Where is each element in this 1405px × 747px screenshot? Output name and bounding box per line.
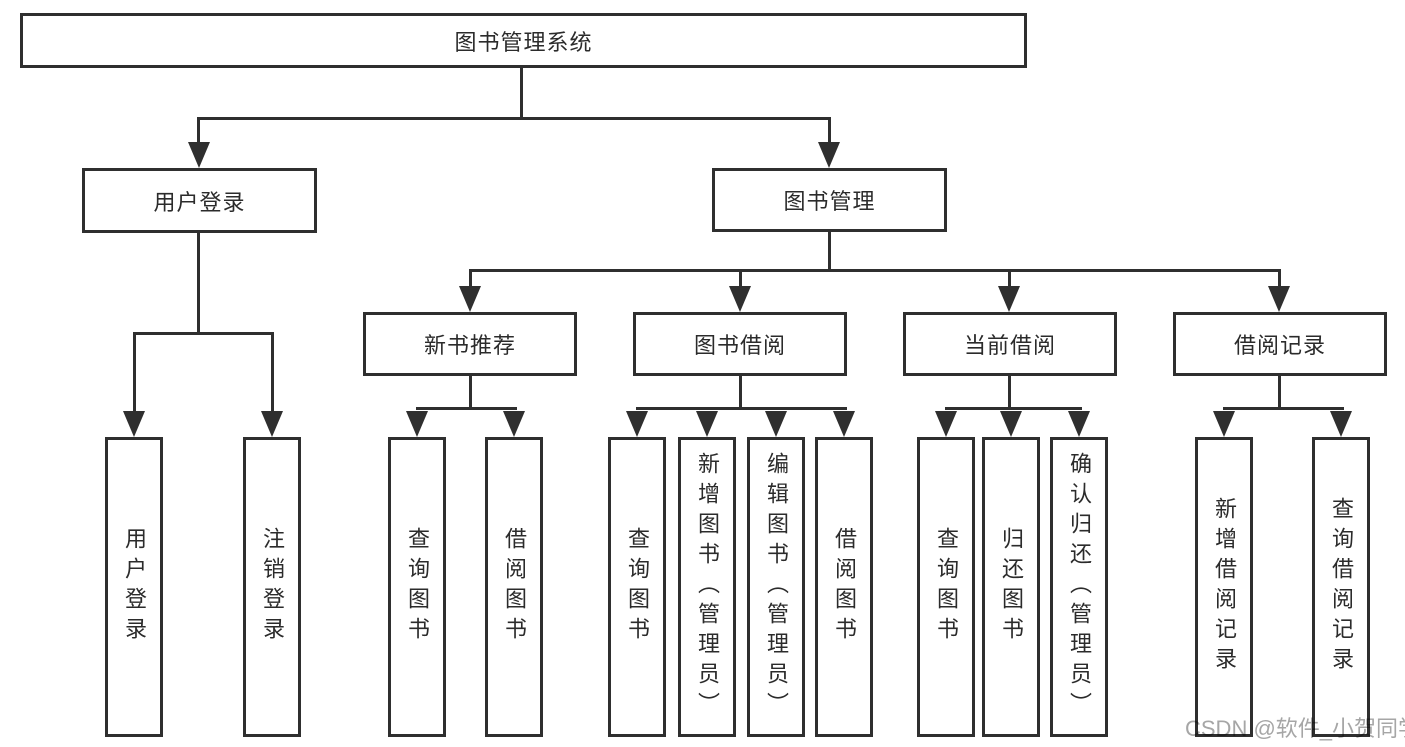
- leaf-borrow-edit-books-label: 编辑图书（管理员）: [764, 452, 789, 722]
- leaf-borrow-add-books-label: 新增图书（管理员）: [695, 452, 720, 722]
- node-user-login-label: 用户登录: [153, 189, 246, 215]
- node-current-borrow-label: 当前借阅: [963, 333, 1056, 358]
- node-book-borrow-label: 图书借阅: [693, 333, 786, 358]
- arrowhead-borrow-add: [696, 411, 718, 437]
- leaf-rec-borrow-books-label: 借阅图书: [502, 527, 527, 647]
- node-new-book-rec-label: 新书推荐: [423, 333, 516, 358]
- arrowhead-newbook-query: [406, 411, 428, 437]
- arrowhead-user-login: [188, 142, 210, 168]
- arrowhead-borrow-query: [626, 411, 648, 437]
- connector-mgmt-stem: [828, 231, 831, 272]
- node-borrow-records: 借阅记录: [1173, 312, 1387, 376]
- arrowhead-current-query: [935, 411, 957, 437]
- leaf-borrow-query-books: 查询图书: [608, 437, 666, 737]
- node-root-label: 图书管理系统: [454, 29, 593, 55]
- leaf-current-query-books: 查询图书: [917, 437, 975, 737]
- arrowhead-current-return: [1000, 411, 1022, 437]
- leaf-current-return-books-label: 归还图书: [999, 527, 1024, 647]
- connector-drop-records: [1278, 269, 1281, 291]
- arrowhead-records-query: [1330, 411, 1352, 437]
- connector-drop-newbook: [469, 269, 472, 291]
- leaf-borrow-borrow-books: 借阅图书: [815, 437, 873, 737]
- arrowhead-newbook-borrow: [503, 411, 525, 437]
- arrowhead-book-mgmt: [818, 142, 840, 168]
- connector-root-hline: [197, 117, 831, 120]
- node-book-mgmt-label: 图书管理: [783, 189, 876, 214]
- connector-newbook-stem: [469, 375, 472, 410]
- leaf-borrow-add-books: 新增图书（管理员）: [678, 437, 736, 737]
- connector-mgmt-hline: [469, 269, 1281, 272]
- connector-current-hline: [945, 407, 1082, 410]
- arrowhead-login-user: [123, 411, 145, 437]
- connector-records-stem: [1278, 374, 1281, 410]
- node-new-book-rec: 新书推荐: [363, 312, 577, 376]
- arrowhead-borrow: [729, 286, 751, 312]
- arrowhead-borrow-edit: [765, 411, 787, 437]
- leaf-rec-query-books: 查询图书: [388, 437, 446, 737]
- node-user-login: 用户登录: [82, 168, 317, 233]
- connector-current-stem: [1008, 374, 1011, 410]
- leaf-rec-query-books-label: 查询图书: [405, 527, 430, 647]
- arrowhead-newbook: [459, 286, 481, 312]
- arrowhead-current-confirm: [1068, 411, 1090, 437]
- arrowhead-borrow-borrow: [833, 411, 855, 437]
- arrowhead-login-logout: [261, 411, 283, 437]
- connector-drop-book-mgmt: [828, 117, 831, 149]
- leaf-borrow-query-books-label: 查询图书: [625, 527, 650, 647]
- connector-login-stem: [197, 232, 200, 334]
- leaf-current-query-books-label: 查询图书: [934, 527, 959, 647]
- csdn-watermark: CSDN @软件_小贺同学: [1185, 716, 1405, 741]
- arrowhead-records-add: [1213, 411, 1235, 437]
- leaf-records-add: 新增借阅记录: [1195, 437, 1253, 737]
- node-book-borrow: 图书借阅: [633, 312, 847, 376]
- node-borrow-records-label: 借阅记录: [1233, 333, 1326, 358]
- arrowhead-current: [998, 286, 1020, 312]
- connector-drop-current: [1008, 269, 1011, 291]
- connector-records-hline: [1223, 407, 1344, 410]
- connector-borrow-hline: [636, 407, 847, 410]
- connector-drop-borrow: [739, 269, 742, 291]
- leaf-records-add-label: 新增借阅记录: [1212, 497, 1237, 677]
- connector-root-stem: [520, 68, 523, 120]
- leaf-user-login: 用户登录: [105, 437, 163, 737]
- connector-drop-user-login: [197, 117, 200, 149]
- node-current-borrow: 当前借阅: [903, 312, 1117, 376]
- leaf-borrow-edit-books: 编辑图书（管理员）: [747, 437, 805, 737]
- node-book-mgmt: 图书管理: [712, 168, 947, 232]
- leaf-user-login-label: 用户登录: [122, 527, 147, 647]
- connector-login-hline: [133, 332, 274, 335]
- leaf-current-confirm-return: 确认归还（管理员）: [1050, 437, 1108, 737]
- leaf-records-query: 查询借阅记录: [1312, 437, 1370, 737]
- leaf-current-confirm-return-label: 确认归还（管理员）: [1067, 452, 1092, 722]
- leaf-current-return-books: 归还图书: [982, 437, 1040, 737]
- leaf-logout-label: 注销登录: [260, 527, 285, 647]
- arrowhead-records: [1268, 286, 1290, 312]
- node-root: 图书管理系统: [20, 13, 1027, 68]
- leaf-records-query-label: 查询借阅记录: [1329, 497, 1354, 677]
- leaf-borrow-borrow-books-label: 借阅图书: [832, 527, 857, 647]
- connector-newbook-hline: [416, 407, 517, 410]
- connector-drop-login-logout: [271, 332, 274, 414]
- leaf-logout: 注销登录: [243, 437, 301, 737]
- leaf-rec-borrow-books: 借阅图书: [485, 437, 543, 737]
- connector-borrow-stem: [739, 375, 742, 410]
- connector-drop-login-user: [133, 332, 136, 414]
